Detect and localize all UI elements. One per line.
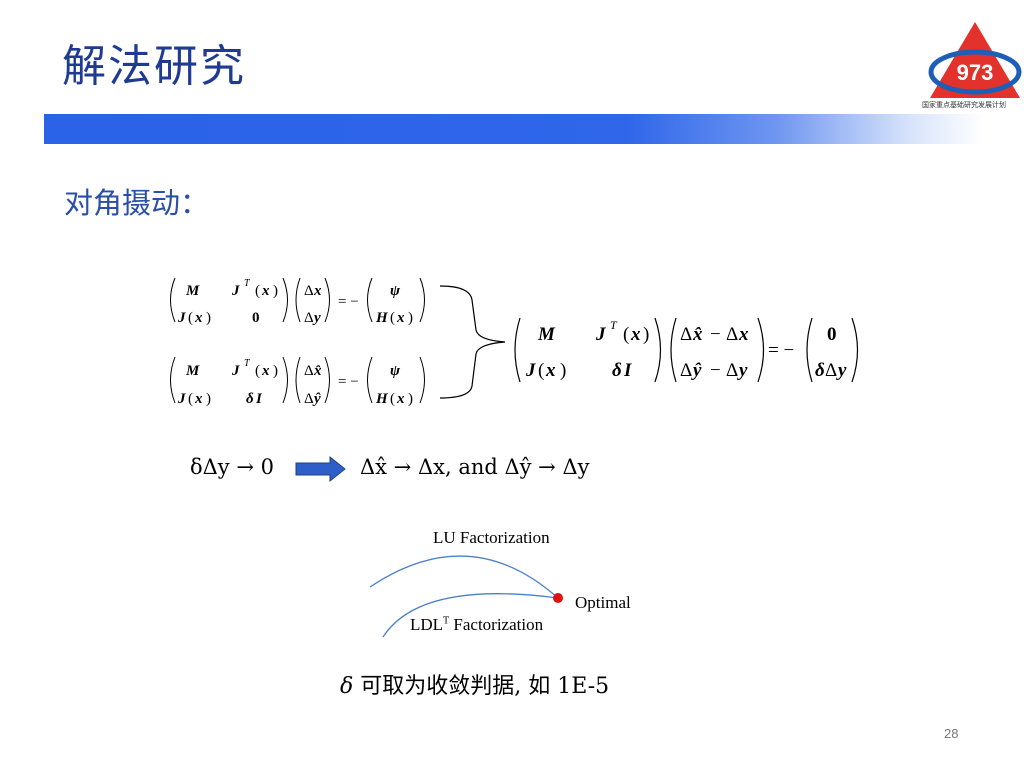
svg-text:): ) <box>408 310 413 326</box>
svg-text:J: J <box>595 324 606 345</box>
svg-text:x: x <box>396 310 405 326</box>
svg-text:Δ: Δ <box>304 363 314 379</box>
svg-text:(: ( <box>188 391 193 407</box>
svg-text:T: T <box>244 278 251 289</box>
svg-text:J: J <box>231 363 240 379</box>
section-subtitle: 对角摄动： <box>64 186 210 220</box>
svg-text:H: H <box>375 310 389 326</box>
svg-text:(: ( <box>538 360 544 381</box>
svg-text:T: T <box>244 358 251 369</box>
ldl-label: LDLT Factorization <box>410 615 544 634</box>
svg-text:Δ: Δ <box>825 360 837 381</box>
svg-text:y: y <box>737 360 748 381</box>
svg-text:δ: δ <box>815 360 825 381</box>
svg-text:ŷ: ŷ <box>312 391 321 407</box>
svg-text:x: x <box>194 391 203 407</box>
svg-text:Δ: Δ <box>726 324 738 345</box>
header-band <box>44 114 984 144</box>
svg-text:H: H <box>375 391 389 407</box>
svg-text:973: 973 <box>957 60 994 85</box>
svg-text:= −: = − <box>338 294 359 310</box>
svg-text:x: x <box>261 363 270 379</box>
svg-text:): ) <box>273 283 278 299</box>
svg-text:J: J <box>177 391 186 407</box>
svg-text:I: I <box>255 391 263 407</box>
implication-condition: δΔy → 0 <box>190 455 274 479</box>
svg-text:x̂: x̂ <box>692 324 703 345</box>
svg-text:M: M <box>185 283 200 299</box>
svg-text:x̂: x̂ <box>313 363 322 379</box>
svg-text:): ) <box>408 391 413 407</box>
svg-text:(: ( <box>390 391 395 407</box>
973-logo: 973 <box>928 22 1022 98</box>
svg-text:ŷ: ŷ <box>691 360 702 381</box>
svg-text:= −: = − <box>768 340 794 361</box>
svg-text:0: 0 <box>827 324 837 345</box>
svg-text:ψ: ψ <box>390 363 401 379</box>
svg-text:Δ: Δ <box>304 391 314 407</box>
lu-label: LU Factorization <box>433 528 550 547</box>
svg-text:(: ( <box>390 310 395 326</box>
svg-text:M: M <box>185 363 200 379</box>
svg-text:): ) <box>643 324 649 345</box>
svg-text:x: x <box>396 391 405 407</box>
svg-text:Δ: Δ <box>726 360 738 381</box>
svg-text:x: x <box>738 324 749 345</box>
svg-text:M: M <box>537 324 556 345</box>
svg-text:x: x <box>313 283 322 299</box>
svg-text:): ) <box>273 363 278 379</box>
svg-text:x: x <box>630 324 641 345</box>
svg-text:Δ: Δ <box>304 310 314 326</box>
convergence-note: δ 可取为收敛判据, 如 1E-5 <box>340 674 610 699</box>
svg-text:(: ( <box>623 324 629 345</box>
svg-text:): ) <box>206 391 211 407</box>
combine-brace <box>439 285 506 399</box>
svg-text:T: T <box>610 318 618 332</box>
svg-text:J: J <box>525 360 536 381</box>
svg-text:(: ( <box>255 283 260 299</box>
svg-text:I: I <box>623 360 632 381</box>
logo-caption: 国家重点基础研究发展计划 <box>922 101 1006 109</box>
svg-text:J: J <box>231 283 240 299</box>
svg-text:(: ( <box>188 310 193 326</box>
svg-text:Δ: Δ <box>680 324 692 345</box>
svg-text:): ) <box>560 360 566 381</box>
implication-result: Δx̂ → Δx, and Δŷ → Δy <box>360 455 590 479</box>
svg-text:δ: δ <box>246 391 254 407</box>
svg-text:(: ( <box>255 363 260 379</box>
svg-text:y: y <box>836 360 847 381</box>
optimal-point <box>553 593 563 603</box>
svg-text:−: − <box>710 324 721 345</box>
slide-title: 解法研究 <box>62 41 246 92</box>
svg-text:y: y <box>312 310 321 326</box>
svg-text:= −: = − <box>338 374 359 390</box>
svg-text:ψ: ψ <box>390 283 401 299</box>
svg-text:δ: δ <box>612 360 622 381</box>
svg-text:0: 0 <box>252 310 260 326</box>
page-number: 28 <box>944 726 959 741</box>
svg-text:): ) <box>206 310 211 326</box>
svg-text:x: x <box>261 283 270 299</box>
svg-text:x: x <box>194 310 203 326</box>
svg-text:x: x <box>545 360 556 381</box>
optimal-label: Optimal <box>575 593 631 612</box>
svg-text:−: − <box>710 360 721 381</box>
svg-text:Δ: Δ <box>304 283 314 299</box>
svg-text:J: J <box>177 310 186 326</box>
svg-text:Δ: Δ <box>680 360 692 381</box>
